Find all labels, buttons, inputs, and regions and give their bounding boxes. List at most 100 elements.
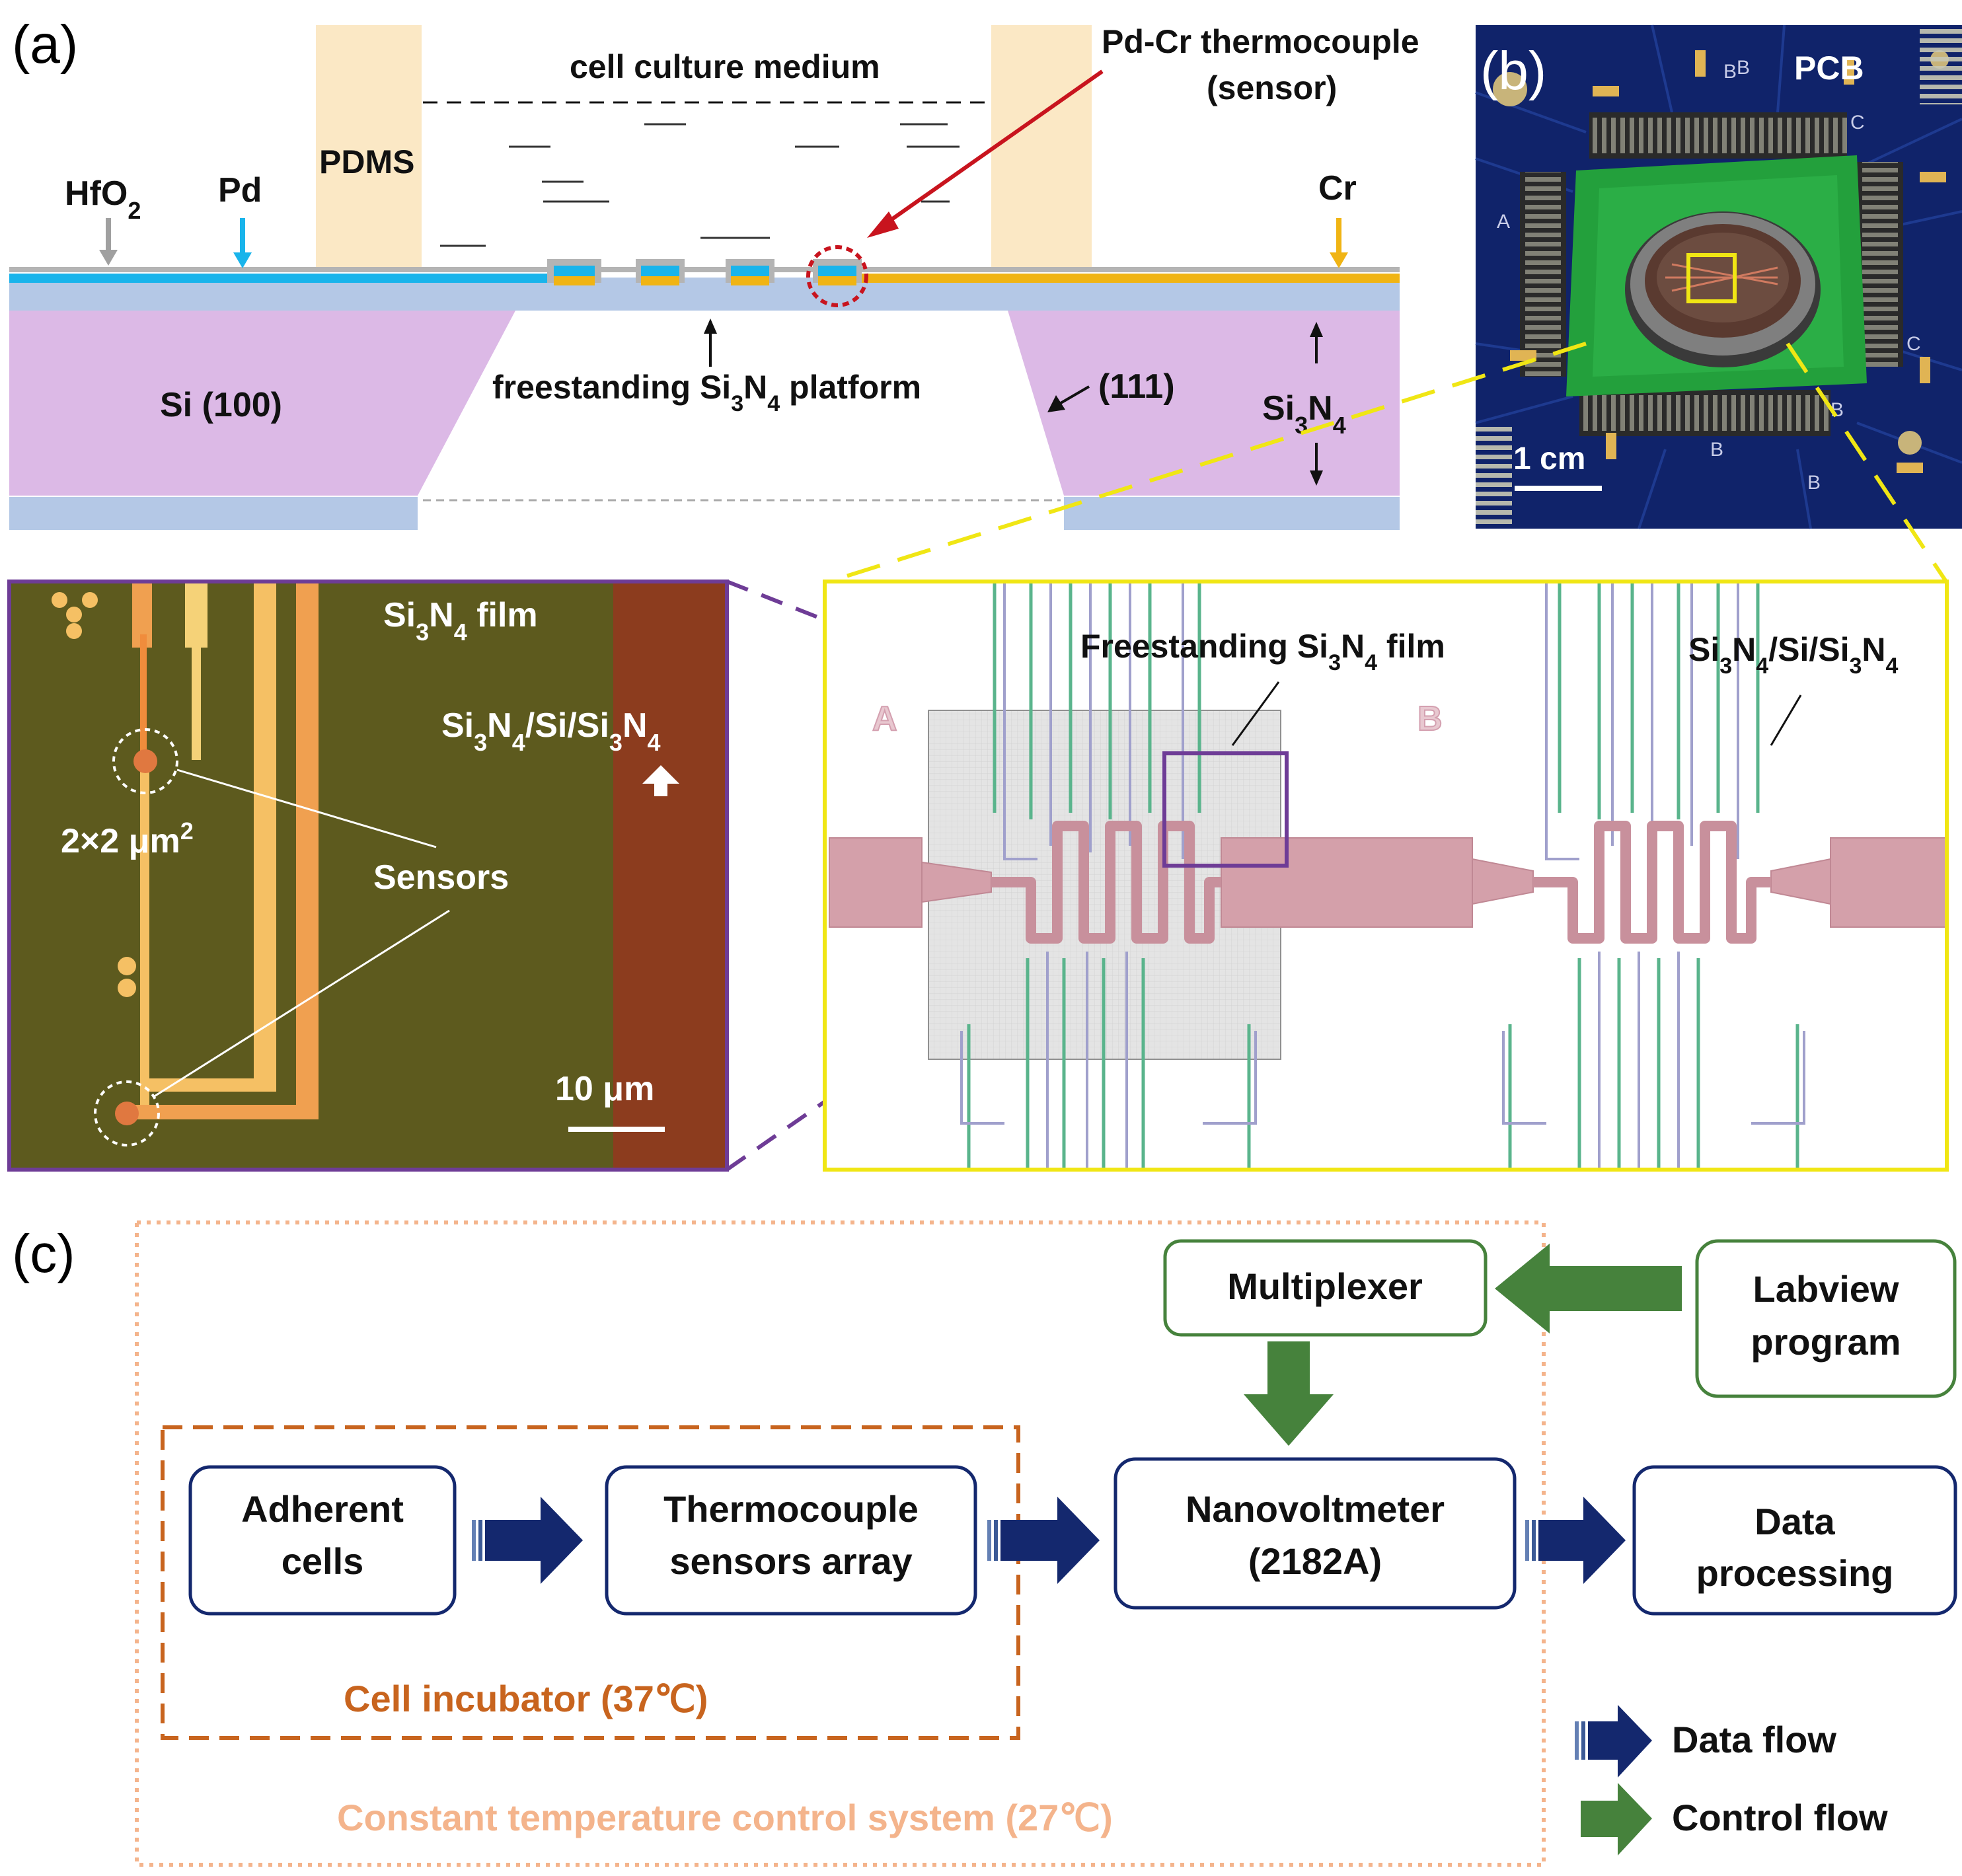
- thermocouple-text-2: sensors array: [669, 1540, 912, 1582]
- si111-label: (111): [1098, 367, 1175, 406]
- panel-c-flowchart: (c) Multiplexer Labview program Adherent…: [12, 1220, 1957, 1867]
- layout-freestanding-label: Freestanding Si3N4 film: [1080, 628, 1445, 675]
- zoom-line-left: [829, 342, 1587, 583]
- micro-scale-bar: [568, 1127, 665, 1132]
- data-arrow-3: [1525, 1497, 1626, 1584]
- zoom-box: [1686, 253, 1737, 303]
- micrograph-panel: Si3N4 film Si3N4/Si/Si3N4 2×2 μm2 Sensor…: [7, 580, 729, 1172]
- micro-sensor-2: [115, 1102, 139, 1125]
- sensor-label: (sensor): [1207, 69, 1337, 106]
- micro-leads: [126, 582, 319, 1119]
- sensor-highlight-circle: [806, 245, 868, 307]
- multiplexer-text: Multiplexer: [1227, 1265, 1423, 1307]
- stack-pointer: [1770, 694, 1802, 746]
- pd-label: Pd: [218, 171, 262, 209]
- labview-text-2: program: [1751, 1321, 1901, 1363]
- micro-sensor-2-ring: [94, 1080, 160, 1146]
- incubator-label: Cell incubator (37℃): [344, 1678, 708, 1719]
- mounting-hole-2: [1898, 431, 1922, 455]
- pcb-pads: [1510, 50, 1946, 473]
- panel-b-pcb-photo: B B C C A B B B PCB 1 cm (b): [1475, 24, 1962, 529]
- thermocouple-label: Pd-Cr thermocouple: [1102, 23, 1419, 60]
- hfo2-layer: [9, 267, 1400, 272]
- heater-pads: [829, 837, 1947, 928]
- layout-view-panel: A B Freestanding Si3N4 film Si3N4/Si/Si3…: [823, 580, 1949, 1172]
- cr-arrow-head: [1330, 252, 1348, 268]
- thermocouple-arrow-shaft: [883, 69, 1104, 227]
- leads-purple-b: [1502, 582, 1805, 1170]
- micro-film-label: Si3N4 film: [383, 596, 538, 646]
- pdms-wall-right: [991, 25, 1092, 267]
- micro-stack-label: Si3N4/Si/Si3N4: [441, 706, 661, 756]
- thermocouple-text-1: Thermocouple: [663, 1488, 919, 1530]
- data-arrow-2: [987, 1497, 1100, 1584]
- edge-pins-bottom-left: [1476, 423, 1512, 529]
- labview-box: [1695, 1239, 1957, 1398]
- data-processing-text-2: processing: [1696, 1552, 1894, 1594]
- pcb-scale-bar: [1515, 486, 1602, 491]
- panel-a-label: (a): [12, 15, 78, 75]
- micro-size-label: 2×2 μm2: [61, 817, 194, 861]
- sensors-pointer-2: [153, 909, 450, 1098]
- layout-letter-b: B: [1417, 700, 1443, 738]
- micro-frame: [7, 580, 729, 1172]
- si3n4-arrow-down-head: [1310, 470, 1323, 486]
- cr-layer: [859, 274, 1400, 283]
- si111-arrow-head: [1047, 395, 1065, 412]
- medium-label: cell culture medium: [570, 48, 880, 85]
- si-substrate-left: [9, 311, 515, 496]
- svg-text:A: A: [1497, 211, 1510, 233]
- incubator-boundary: [161, 1425, 1020, 1740]
- panel-c-label: (c): [12, 1224, 75, 1284]
- layout-stack-label: Si3N4/Si/Si3N4: [1688, 631, 1899, 679]
- nanovoltmeter-text-1: Nanovoltmeter: [1186, 1488, 1445, 1530]
- leads-green-a: [967, 582, 1251, 1170]
- bottom-si3n4-right: [1064, 497, 1400, 530]
- micro-dots: [52, 592, 136, 997]
- micro-scale-text: 10 μm: [555, 1070, 654, 1108]
- data-arrow-1: [472, 1497, 583, 1584]
- svg-text:B: B: [1710, 439, 1723, 461]
- legend-data-text: Data flow: [1672, 1719, 1836, 1760]
- nanovoltmeter-text-2: (2182A): [1248, 1540, 1382, 1582]
- legend-data-flow: Data flow: [1575, 1705, 1836, 1778]
- zoom-line-right: [1786, 342, 1948, 583]
- layout-frame: [823, 580, 1949, 1172]
- serpentine-a: [991, 821, 1221, 944]
- si3n4-label: Si3N4: [1262, 389, 1346, 439]
- top-si3n4-layer: [9, 278, 1400, 311]
- micro-sensor-1-ring: [112, 728, 178, 794]
- adherent-text-1: Adherent: [241, 1488, 404, 1530]
- micro-sensors-label: Sensors: [373, 858, 509, 897]
- nanovoltmeter-box: [1113, 1457, 1517, 1610]
- svg-text:B: B: [1737, 57, 1750, 79]
- legend-control-text: Control flow: [1672, 1797, 1888, 1838]
- platform-label: freestanding Si3N4 platform: [492, 369, 921, 416]
- pdms-wall-left: [316, 25, 422, 267]
- sensors-pointer-1: [176, 769, 437, 848]
- hfo2-arrow-head: [99, 250, 118, 266]
- svg-text:C: C: [1850, 112, 1865, 133]
- thermocouple-box: [605, 1465, 977, 1616]
- control-arrow-mux-to-nv: [1244, 1341, 1334, 1446]
- panel-a-cross-section: (a) PDMS: [9, 15, 1419, 530]
- serpentine-b: [1533, 821, 1771, 944]
- labview-text-1: Labview: [1753, 1268, 1899, 1310]
- si3n4-arrow-up-head: [1310, 322, 1323, 337]
- micro-stack-region: [613, 582, 727, 1170]
- micro-film: [9, 582, 727, 1170]
- platform-arrow-head: [704, 319, 717, 334]
- medium-dashes: [440, 123, 960, 247]
- pd-arrow-head: [233, 252, 252, 268]
- si-substrate-right: [1008, 311, 1400, 496]
- pcb-scale-text: 1 cm: [1513, 441, 1585, 476]
- adherent-text-2: cells: [282, 1540, 364, 1582]
- svg-text:B: B: [1807, 472, 1821, 494]
- data-processing-box: [1632, 1465, 1957, 1616]
- pd-layer: [9, 274, 558, 283]
- data-processing-text-1: Data: [1754, 1501, 1835, 1542]
- edge-pins-top-right: [1920, 25, 1962, 104]
- leads-purple-a: [960, 582, 1257, 1170]
- si111-arrow-shaft: [1059, 385, 1090, 404]
